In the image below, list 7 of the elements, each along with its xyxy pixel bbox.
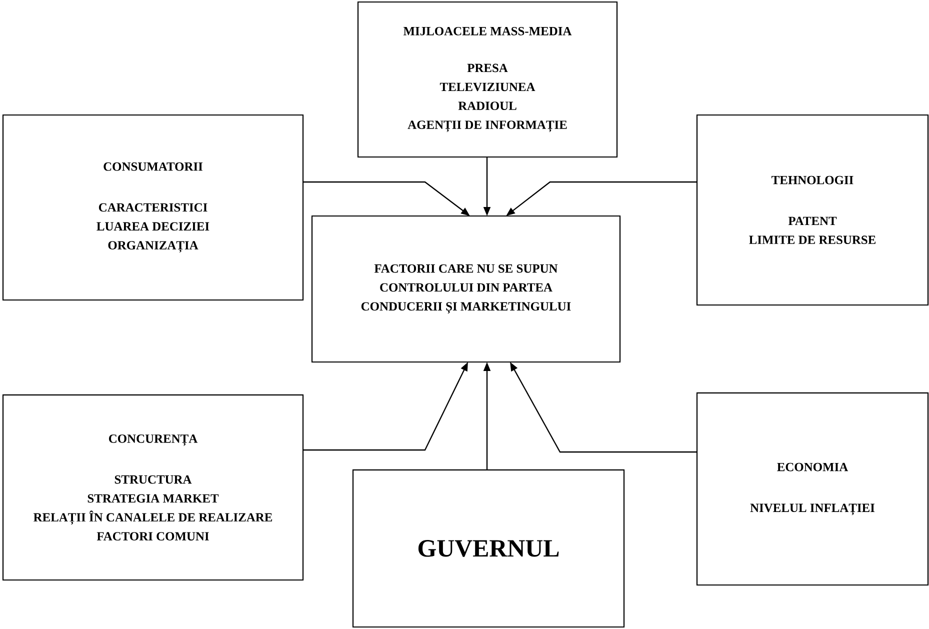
text-box: CONSUMATORII CARACTERISTICI LUAREA DECIZIEI ORGANIZAȚIA — [2, 114, 304, 301]
text-box: FACTORII CARE NU SE SUPUN CONTROLULUI DIN PARTEA CONDUCERII ȘI MARKETINGULUI — [311, 215, 621, 363]
text-box: TEHNOLOGII PATENT LIMITE DE RESURSE — [696, 114, 929, 306]
text-box: MIJLOACELE MASS-MEDIA PRESA TELEVIZIUNEA RADIOUL AGENȚII DE INFORMAȚIE — [357, 1, 618, 158]
text-box: ECONOMIA NIVELUL INFLAȚIEI — [696, 392, 929, 586]
text-box: GUVERNUL — [352, 469, 625, 628]
text-box: CONCURENȚA STRUCTURA STRATEGIA MARKET RELAȚII ÎN CANALELE DE REALIZARE FACTORI COMUNI — [2, 394, 304, 581]
